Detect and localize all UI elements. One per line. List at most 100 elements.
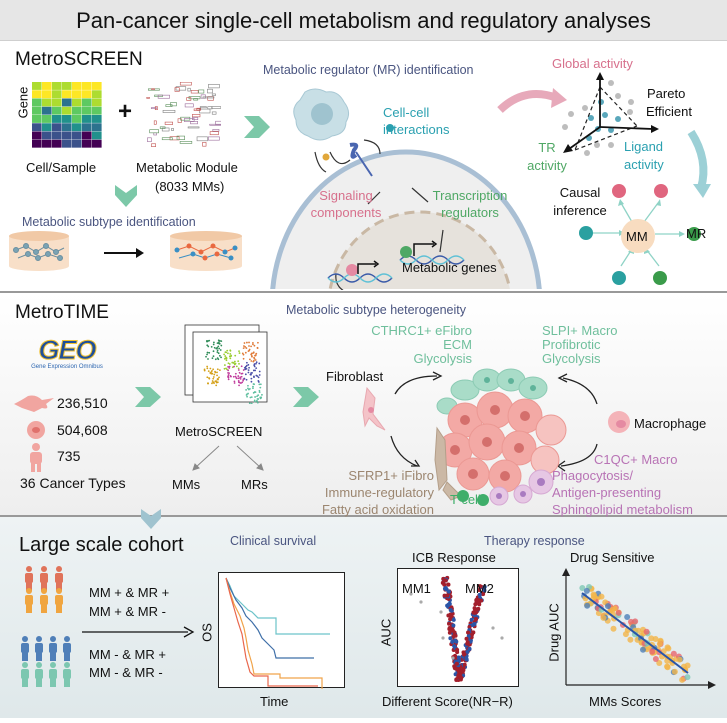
person-legs: [56, 582, 62, 591]
dna-icon: [327, 240, 465, 283]
heatmap-cell: [82, 139, 92, 148]
umap-point: [206, 376, 209, 379]
geo-logo: GEO Gene Expression Omnibus: [19, 336, 115, 371]
icb-point: [451, 623, 456, 628]
umap-point: [227, 374, 230, 376]
umap-point: [258, 389, 261, 392]
person-icon: [56, 588, 62, 594]
umap-point: [224, 355, 227, 357]
umap-point: [247, 384, 249, 387]
umap-point: [228, 367, 231, 369]
person-legs: [56, 604, 62, 613]
umap-point: [255, 352, 258, 355]
umap-point: [238, 371, 241, 374]
umap-point: [247, 369, 250, 372]
umap-point: [237, 375, 240, 377]
umap-point: [258, 362, 261, 365]
label-line: Phagocytosis/: [552, 468, 633, 483]
icb-point: [455, 647, 460, 652]
icb-point: [459, 675, 464, 680]
mm1-label: MM1: [402, 581, 431, 596]
pathway-node: [193, 108, 201, 111]
drug-point: [679, 676, 686, 683]
icb-point: [448, 636, 453, 641]
database-cylinder-icon: [170, 231, 242, 271]
umap-point: [253, 359, 255, 362]
label-line: SLPI+ Macro: [542, 323, 618, 338]
slpi-macro-label: SLPI+ Macro Profibrotic Glycolysis: [542, 324, 618, 366]
umap-point: [228, 365, 231, 368]
person-icon: [64, 636, 70, 642]
drug-point: [643, 628, 650, 635]
person-body: [40, 573, 48, 583]
umap-point: [254, 396, 256, 398]
umap-point: [216, 351, 219, 353]
heatmap-cell: [42, 131, 52, 140]
umap-point: [208, 377, 211, 380]
heatmap-cell: [32, 139, 42, 148]
arrow-right-icon: [104, 248, 144, 258]
drug-sensitive-title: Drug Sensitive: [570, 550, 655, 565]
umap-point: [246, 341, 248, 344]
module-count-label: (8033 MMs): [155, 179, 225, 194]
label-line: activity: [527, 158, 567, 173]
pathway-node: [193, 98, 199, 101]
pathway-node: [164, 121, 173, 125]
km-curve: [225, 577, 323, 689]
umap-point: [214, 358, 217, 361]
icb-background-point: [500, 636, 504, 640]
drug-point: [649, 648, 656, 655]
icb-point: [477, 592, 482, 597]
icb-point: [464, 636, 469, 641]
umap-point: [256, 401, 259, 404]
label-line: activity: [624, 157, 664, 172]
drug-point: [656, 640, 663, 647]
umap-point: [232, 375, 235, 378]
icb-background-point: [441, 636, 445, 640]
heatmap-cell: [92, 115, 102, 123]
ligand-dot: [322, 153, 330, 161]
umap-point: [248, 358, 251, 361]
icb-point: [451, 617, 456, 622]
heatmap-cell: [42, 123, 52, 132]
umap-point: [254, 354, 257, 356]
umap-point: [257, 376, 260, 379]
umap-point: [258, 374, 261, 376]
heatmap-cell: [42, 82, 52, 90]
umap-point: [233, 360, 236, 363]
umap-point: [257, 381, 260, 383]
label-line: ECM: [443, 337, 472, 352]
heatmap-cell: [62, 123, 72, 132]
metabolic-module-map: [146, 82, 221, 147]
pareto-3d-axes: [562, 72, 659, 156]
cell-count-2: 504,608: [57, 422, 108, 438]
drug-point: [610, 625, 617, 632]
label-line: CTHRC1+ eFibro: [371, 323, 472, 338]
mm2-label: MM2: [465, 581, 494, 596]
pathway-node: [175, 86, 187, 91]
umap-point: [257, 341, 259, 344]
heatmap-cell: [42, 106, 52, 115]
split-arrows: [192, 445, 264, 471]
icb-background-point: [409, 592, 413, 596]
heatmap-cell: [62, 82, 72, 90]
umap-point: [254, 391, 257, 394]
drug-point: [583, 587, 590, 594]
title-bar: Pan-cancer single-cell metabolism and re…: [0, 0, 727, 41]
pathway-node: [151, 88, 155, 91]
pathway-node: [170, 102, 177, 107]
umap-point: [211, 357, 214, 360]
pathway-node: [176, 135, 185, 140]
icb-point: [472, 610, 477, 615]
umap-point: [228, 372, 230, 375]
heatmap-cell: [52, 139, 62, 148]
heatmap-cell: [52, 115, 62, 123]
umap-point: [215, 347, 218, 350]
pathway-node: [215, 120, 221, 126]
drug-point: [584, 602, 591, 609]
drug-point: [609, 606, 616, 613]
umap-point: [227, 378, 230, 381]
umap-point: [234, 372, 237, 375]
pathway-node: [171, 128, 174, 131]
umap-point: [261, 393, 263, 396]
